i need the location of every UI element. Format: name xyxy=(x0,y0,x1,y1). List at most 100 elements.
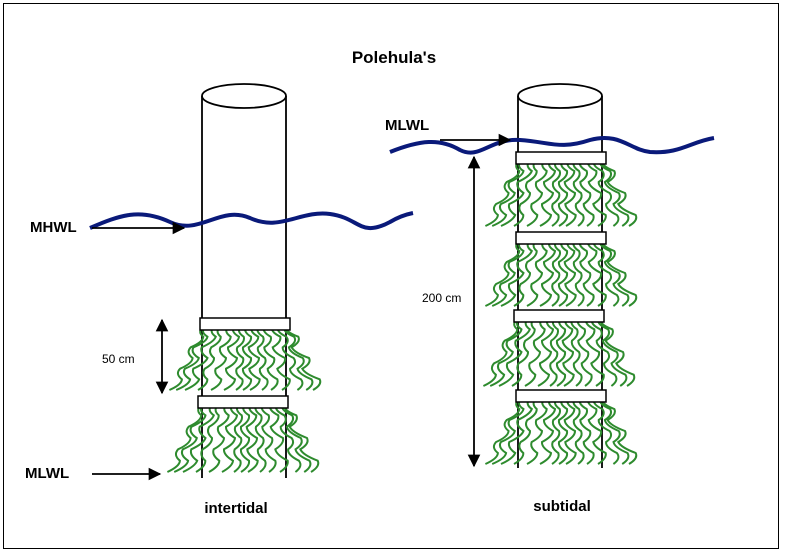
intertidal-mlwl-label: MLWL xyxy=(25,465,69,482)
subtidal-rope-band-4 xyxy=(515,389,607,403)
seaweed-strand xyxy=(283,325,314,391)
seaweed-strand xyxy=(166,403,204,473)
seaweed-strand xyxy=(489,317,523,387)
seaweed-strand xyxy=(269,403,289,473)
seaweed-strand xyxy=(513,397,538,465)
seaweed-strand xyxy=(539,159,557,227)
seaweed-strand xyxy=(524,317,546,387)
subtidal-seaweed-cluster-2 xyxy=(484,239,638,307)
seaweed-strand xyxy=(260,403,277,473)
seaweed-strand xyxy=(592,397,620,465)
seaweed-strand xyxy=(281,403,312,473)
seaweed-strand xyxy=(210,325,232,391)
intertidal-caption: intertidal xyxy=(204,500,267,517)
seaweed-strand xyxy=(537,317,555,387)
subtidal-rope-band-3 xyxy=(513,309,605,323)
seaweed-strand xyxy=(539,239,557,307)
seaweed-strand xyxy=(590,317,618,387)
seaweed-strand xyxy=(195,403,220,473)
seaweed-strand xyxy=(597,317,628,387)
seaweed-strand xyxy=(572,239,585,307)
seaweed-strand xyxy=(500,239,534,307)
dimension-50cm-label: 50 cm xyxy=(102,352,135,366)
intertidal-seaweed-cluster-1 xyxy=(169,325,322,391)
intertidal-seaweed xyxy=(166,325,322,473)
seaweed-strand xyxy=(572,159,585,227)
seaweed-strand xyxy=(599,239,630,307)
seaweed-strand xyxy=(184,325,218,391)
intertidal-seaweed-cluster-2 xyxy=(166,403,320,473)
seaweed-strand xyxy=(599,317,636,387)
seaweed-strand xyxy=(570,317,583,387)
seaweed-strand xyxy=(221,403,239,473)
seaweed-strand xyxy=(271,325,291,391)
subtidal-rope-band-1 xyxy=(515,151,607,165)
seaweed-strand xyxy=(601,159,638,227)
seaweed-strand xyxy=(599,397,630,465)
seaweed-strand xyxy=(197,325,222,391)
seaweed-strand xyxy=(585,317,605,387)
seaweed-strand xyxy=(233,403,243,473)
seaweed-strand xyxy=(169,325,206,391)
intertidal-rope-band-1 xyxy=(199,317,291,331)
seaweed-strand xyxy=(208,403,230,473)
seaweed-strand xyxy=(578,397,595,465)
seaweed-strand xyxy=(254,403,267,473)
seaweed-strand xyxy=(241,325,253,391)
seaweed-strand xyxy=(572,397,585,465)
seaweed-strand xyxy=(557,397,569,465)
seaweed-strand xyxy=(256,325,269,391)
seaweed-strand xyxy=(223,325,241,391)
subtidal-seaweed xyxy=(482,159,638,465)
seaweed-strand xyxy=(599,159,630,227)
seaweed-strand xyxy=(283,403,320,473)
mhwl-label: MHWL xyxy=(30,219,77,236)
seaweed-strand xyxy=(500,397,534,465)
seaweed-strand xyxy=(563,397,577,465)
seaweed-strand xyxy=(482,317,520,387)
seaweed-strand xyxy=(551,159,561,227)
subtidal-mlwl-water-line xyxy=(389,136,715,155)
seaweed-strand xyxy=(175,325,209,391)
subtidal-rope-band-2 xyxy=(515,231,607,245)
seaweed-strand xyxy=(587,239,607,307)
seaweed-strand xyxy=(592,239,620,307)
subtidal-seaweed-cluster-3 xyxy=(482,317,636,387)
seaweed-strand xyxy=(526,397,548,465)
diagram-title: Polehula's xyxy=(352,48,436,67)
seaweed-strand xyxy=(262,325,279,391)
seaweed-strand xyxy=(555,317,567,387)
seaweed-strand xyxy=(587,159,607,227)
seaweed-strand xyxy=(549,317,559,387)
subtidal-seaweed-cluster-4 xyxy=(484,397,638,465)
seaweed-strand xyxy=(511,317,536,387)
seaweed-strand xyxy=(578,239,595,307)
seaweed-strand xyxy=(182,403,215,473)
seaweed-strand xyxy=(587,397,607,465)
seaweed-strand xyxy=(561,317,575,387)
seaweed-strand xyxy=(491,159,525,227)
seaweed-strand xyxy=(526,239,548,307)
seaweed-strand xyxy=(557,239,569,307)
dimension-200cm-label: 200 cm xyxy=(422,291,461,305)
seaweed-strand xyxy=(239,403,251,473)
diagram-frame xyxy=(3,3,779,549)
seaweed-strand xyxy=(491,239,525,307)
seaweed-strand xyxy=(484,159,522,227)
subtidal-caption: subtidal xyxy=(533,498,591,515)
mhwl-water-line xyxy=(89,211,414,231)
subtidal-seaweed-cluster-1 xyxy=(484,159,638,227)
seaweed-strand xyxy=(601,397,638,465)
seaweed-strand xyxy=(513,159,538,227)
seaweed-strand xyxy=(500,159,534,227)
seaweed-strand xyxy=(245,403,259,473)
seaweed-strand xyxy=(563,159,577,227)
seaweed-strand xyxy=(578,159,595,227)
seaweed-strand xyxy=(513,239,538,307)
seaweed-strand xyxy=(173,403,207,473)
seaweed-strand xyxy=(557,159,569,227)
seaweed-strand xyxy=(285,325,322,391)
seaweed-strand xyxy=(551,239,561,307)
seaweed-strand xyxy=(484,397,522,465)
seaweed-strand xyxy=(551,397,561,465)
